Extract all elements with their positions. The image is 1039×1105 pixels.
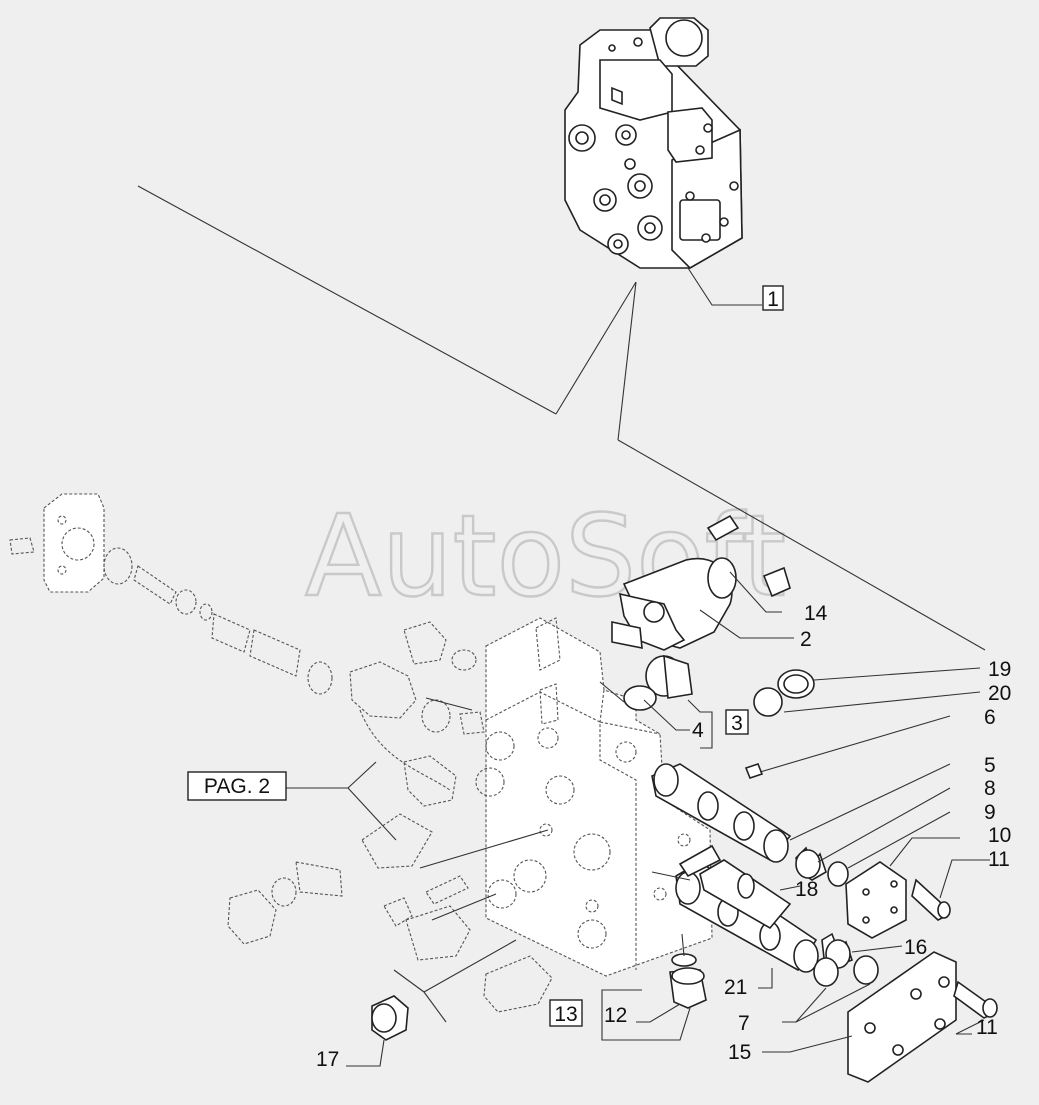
callout-11-lower[interactable]: 11 [976, 1016, 998, 1039]
callout-13[interactable]: 13 [554, 1003, 577, 1026]
callout-19[interactable]: 19 [988, 658, 1011, 681]
callout-10[interactable]: 10 [988, 824, 1011, 847]
orings-7 [813, 955, 879, 987]
screw-11-upper [911, 878, 951, 921]
spool-18 [699, 859, 792, 930]
callout-12[interactable]: 12 [604, 1004, 627, 1027]
spring-8 [795, 846, 827, 881]
callout-17[interactable]: 17 [316, 1048, 339, 1071]
callout-18[interactable]: 18 [795, 878, 818, 901]
callout-15[interactable]: 15 [728, 1041, 751, 1064]
callout-13-box [549, 999, 583, 1027]
callout-1[interactable]: 1 [767, 288, 779, 311]
pag2-box[interactable] [187, 771, 287, 801]
assembled-valve-unit [564, 17, 743, 269]
perspective-lines [137, 185, 986, 651]
callout-20[interactable]: 20 [988, 682, 1011, 705]
check-valve-plug [623, 654, 693, 711]
callout-14[interactable]: 14 [804, 602, 828, 625]
bushing-17 [371, 995, 409, 1041]
callout-16[interactable]: 16 [904, 936, 927, 959]
callout-7[interactable]: 7 [738, 1012, 750, 1035]
callout-1-box [762, 285, 784, 311]
plug-12-seal [669, 953, 707, 1009]
callout-9[interactable]: 9 [984, 801, 996, 824]
callout-3-box [725, 709, 749, 735]
cover-10 [845, 861, 907, 939]
orings-19-20 [753, 669, 815, 717]
callout-2[interactable]: 2 [800, 628, 812, 651]
callout-5[interactable]: 5 [984, 754, 996, 777]
callout-8[interactable]: 8 [984, 777, 996, 800]
cover-15 [847, 951, 957, 1083]
screw-11-lower [953, 980, 998, 1019]
ghosted-valve-body [475, 617, 713, 977]
ghosted-left-components [9, 493, 553, 1013]
callout-6[interactable]: 6 [984, 706, 996, 729]
solenoid-valve [611, 514, 791, 651]
callout-3[interactable]: 3 [731, 712, 743, 735]
plug-6 [744, 763, 764, 779]
callout-4[interactable]: 4 [692, 719, 704, 742]
callout-11-upper[interactable]: 11 [988, 848, 1010, 871]
pag2-reference-link[interactable]: PAG. 2 [204, 775, 270, 798]
spool-5 [651, 763, 792, 863]
oring-9 [827, 861, 849, 887]
callout-21[interactable]: 21 [724, 976, 747, 999]
leader-lines [286, 267, 990, 1067]
